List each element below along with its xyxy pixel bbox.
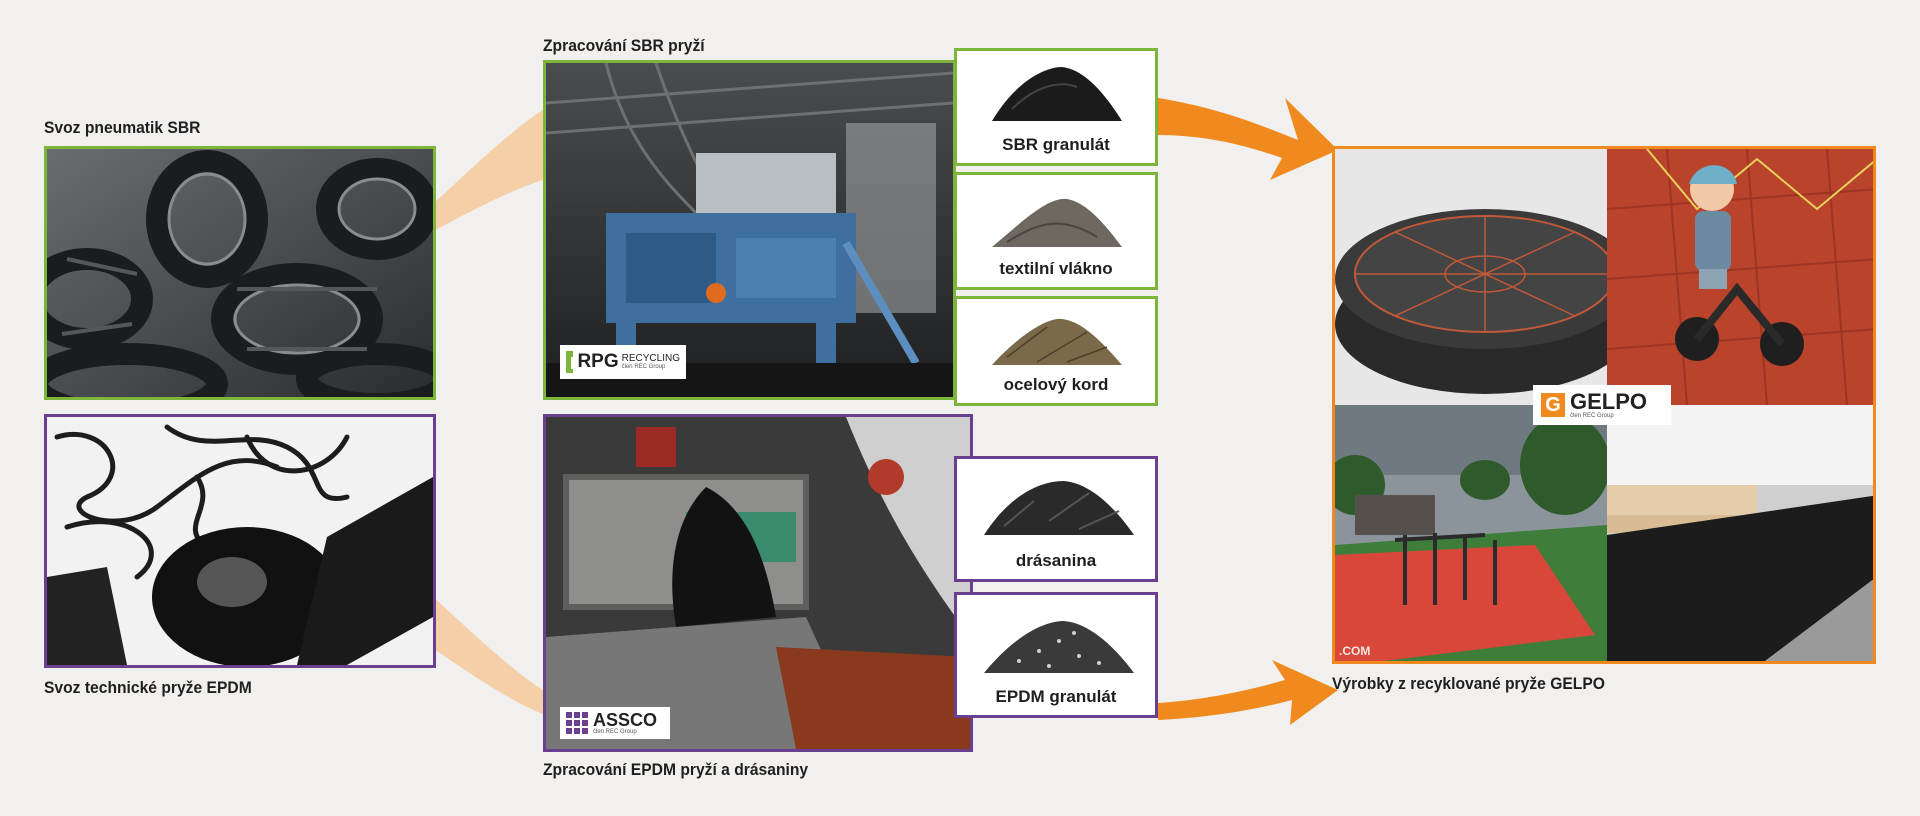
assco-sub: člen REC Group [593,729,637,735]
epdm-collection-photo [44,414,436,668]
playground-url-fragment: .COM [1339,644,1370,658]
product-label: ocelový kord [1003,375,1109,394]
steel-cord-pile-icon [992,318,1122,365]
caption-sbr-collection: Svoz pneumatik SBR [44,118,201,137]
rpg-recycling-logo: RPG RECYCLING člen REC Group [560,345,686,379]
assco-logo: ASSCO člen REC Group [560,707,670,739]
rpg-name: RPG [577,351,619,372]
product-tile-epdm-granulate: EPDM granulát [954,592,1158,718]
caption-products: Výrobky z recyklované pryže GELPO [1332,674,1605,693]
gelpo-logo: G GELPO člen REC Group [1533,385,1671,425]
product-label: drásanina [1015,551,1097,570]
product-label: textilní vlákno [999,259,1113,278]
sbr-processing-photo: RPG RECYCLING člen REC Group [543,60,956,400]
caption-epdm-processing: Zpracování EPDM pryží a drásaniny [543,760,809,779]
fiber-pile-icon [992,198,1122,247]
recycling-plant-image [546,63,953,397]
gelpo-name: GELPO [1570,389,1648,414]
product-tile-sbr-granulate: SBR granulát [954,48,1158,166]
tyre-collection-photo [44,146,436,400]
rubber-mat-image [1607,405,1873,661]
gelpo-products-collage: .COM G GELPO člen REC Group [1332,146,1876,664]
flow-arrow-upper [1158,98,1338,180]
black-granulate-pile-icon [992,67,1122,121]
shredded-rubber-pile-icon [984,481,1134,535]
rpg-word: RECYCLING [621,353,680,364]
shredder-image [546,417,970,749]
gelpo-mark: G [1541,393,1565,417]
product-tile-textile-fiber: textilní vlákno [954,172,1158,290]
epdm-granulate-pile-icon [984,621,1134,673]
caption-sbr-processing: Zpracování SBR pryží [543,36,705,55]
outdoor-gym-image: .COM [1335,405,1607,661]
gelpo-sub: člen REC Group [1570,413,1614,419]
rpg-sub: člen REC Group [621,364,666,370]
assco-grid-icon [566,712,588,734]
flow-band-sbr [400,100,560,250]
playground-surface-image [1607,149,1873,405]
tyres-image [47,149,433,397]
product-tile-shreds: drásanina [954,456,1158,582]
flow-arrow-lower [1158,660,1338,725]
epdm-processing-photo: ASSCO člen REC Group [543,414,973,752]
product-label: EPDM granulát [995,687,1117,706]
rpg-leaf-icon [566,351,574,373]
manhole-cover-image [1335,149,1607,405]
product-label: SBR granulát [1002,135,1110,154]
caption-epdm-collection: Svoz technické pryže EPDM [44,678,252,697]
flow-band-epdm [420,585,560,720]
technical-rubber-image [47,417,433,665]
product-tile-steel-cord: ocelový kord [954,296,1158,406]
assco-name: ASSCO [593,710,658,730]
